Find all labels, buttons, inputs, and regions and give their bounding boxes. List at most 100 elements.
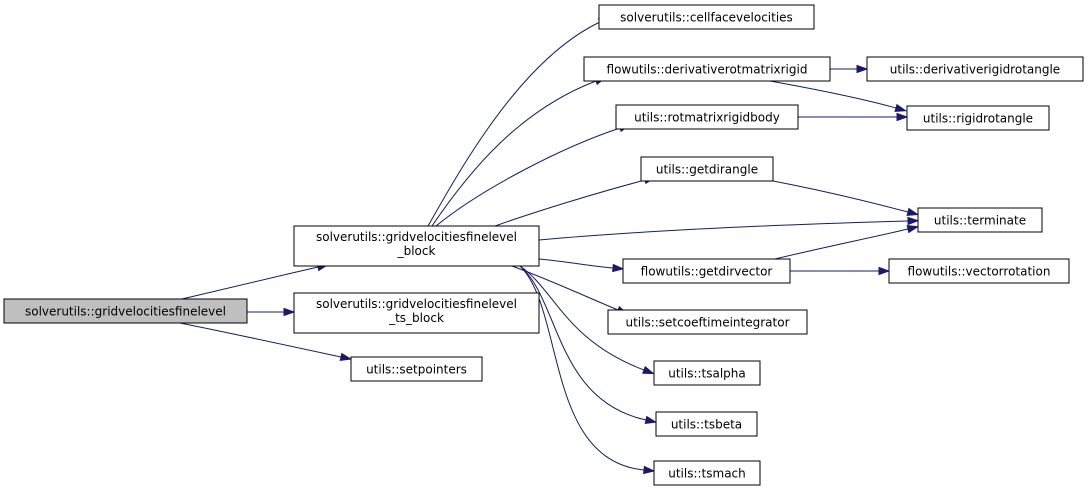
node-tsalpha[interactable]: utils::tsalpha [653,360,761,386]
node-ts_block[interactable]: solverutils::gridvelocitiesfinelevel_ts_… [293,292,540,334]
edge-block-tsmach [519,265,656,475]
node-block[interactable]: solverutils::gridvelocitiesfinelevel_blo… [293,225,540,267]
node-rotmatrix[interactable]: utils::rotmatrixrigidbody [615,104,799,130]
edge-block-getdirangle [494,176,657,227]
edge-block-derivrot [431,76,607,227]
node-label: utils::rotmatrixrigidbody [634,111,780,125]
node-label: solverutils::gridvelocitiesfinelevel [316,230,517,244]
edge-line [772,180,909,213]
node-cellface[interactable]: solverutils::cellfacevelocities [598,4,815,30]
edge-line [427,21,601,227]
arrowhead-icon [906,207,920,216]
node-vectorrot[interactable]: flowutils::vectorrotation [888,258,1070,284]
arrowhead-icon [906,225,920,234]
edge-line [769,80,897,109]
edge-rotmatrix-rigidrot [798,112,909,122]
node-box[interactable] [293,225,540,267]
arrowhead-icon [283,307,296,317]
node-box[interactable] [640,156,774,182]
node-tsmach[interactable]: utils::tsmach [653,460,761,486]
edge-line [435,127,621,227]
node-terminate[interactable]: utils::terminate [917,207,1043,233]
edge-line [494,179,646,227]
node-derivrigid[interactable]: utils::derivativerigidrotangle [866,56,1084,82]
arrowhead-icon [643,465,656,475]
node-getdirangle[interactable]: utils::getdirangle [640,156,774,182]
node-box[interactable] [3,298,248,324]
arrowhead-icon [644,415,658,424]
node-box[interactable] [598,4,815,30]
node-label: solverutils::gridvelocitiesfinelevel [316,297,517,311]
node-label: utils::tsmach [668,467,746,481]
arrowhead-icon [878,266,891,276]
edge-block-rotmatrix [435,124,631,227]
node-label: utils::terminate [934,214,1026,228]
node-label: _block [397,244,436,258]
node-label: utils::getdirangle [656,163,758,177]
edge-block-tsalpha [519,265,655,375]
arrowhead-icon [896,112,909,122]
edge-root-ts_block [247,307,296,317]
node-label: utils::rigidrotangle [923,112,1033,126]
edge-derivrot-rigidrot [769,80,908,112]
arrowhead-icon [856,64,869,74]
node-box[interactable] [866,56,1084,82]
node-tsbeta[interactable]: utils::tsbeta [655,411,758,437]
node-label: flowutils::derivativerotmatrixrigid [607,63,808,77]
arrowhead-icon [612,263,625,273]
node-box[interactable] [653,460,761,486]
edge-line [519,265,645,471]
edge-derivrot-derivrigid [830,64,869,74]
node-box[interactable] [917,207,1043,233]
node-label: solverutils::gridvelocitiesfinelevel [25,305,226,319]
arrowhead-icon [894,103,908,112]
node-box[interactable] [615,104,799,130]
arrowhead-icon [642,365,655,375]
node-box[interactable] [607,309,808,335]
edge-getdirvector-terminate [774,225,920,260]
node-box[interactable] [906,105,1050,131]
node-box[interactable] [622,258,791,284]
edge-line [181,266,319,300]
node-rigidrot[interactable]: utils::rigidrotangle [906,105,1050,131]
node-label: utils::tsbeta [671,418,742,432]
node-setpointers[interactable]: utils::setpointers [350,356,483,382]
edge-line [538,258,614,269]
edge-getdirvector-vectorrot [790,266,891,276]
edge-root-setpointers [179,322,353,362]
node-box[interactable] [888,258,1070,284]
node-box[interactable] [653,360,761,386]
arrowhead-icon [907,216,920,226]
edge-block-cellface [427,17,611,227]
node-box[interactable] [293,292,540,334]
node-label: utils::setcoeftimeintegrator [625,316,789,330]
edge-block-getdirvector [538,258,625,273]
edge-line [519,265,645,371]
node-label: _ts_block [388,311,444,325]
node-box[interactable] [350,356,483,382]
node-derivrot[interactable]: flowutils::derivativerotmatrixrigid [583,56,831,82]
edge-block-tsbeta [519,265,658,424]
edge-line [431,80,597,227]
node-label: solverutils::cellfacevelocities [620,11,793,25]
node-box[interactable] [583,56,831,82]
edges-layer [179,17,920,475]
node-getdirvector[interactable]: flowutils::getdirvector [622,258,791,284]
nodes-layer: solverutils::gridvelocitiesfinelevelsolv… [3,4,1084,486]
edge-getdirangle-terminate [772,180,920,216]
node-setcoef[interactable]: utils::setcoeftimeintegrator [607,309,808,335]
node-root[interactable]: solverutils::gridvelocitiesfinelevel [3,298,248,324]
node-label: utils::setpointers [366,363,467,377]
node-label: utils::tsalpha [668,367,746,381]
edge-block-terminate [538,216,920,241]
node-label: flowutils::getdirvector [641,265,773,279]
edge-line [179,322,342,358]
node-label: utils::derivativerigidrotangle [890,63,1060,77]
node-label: flowutils::vectorrotation [908,265,1051,279]
edge-line [774,228,909,260]
edge-line [538,220,909,241]
edge-line [519,265,647,421]
arrowhead-icon [339,352,353,362]
node-box[interactable] [655,411,758,437]
